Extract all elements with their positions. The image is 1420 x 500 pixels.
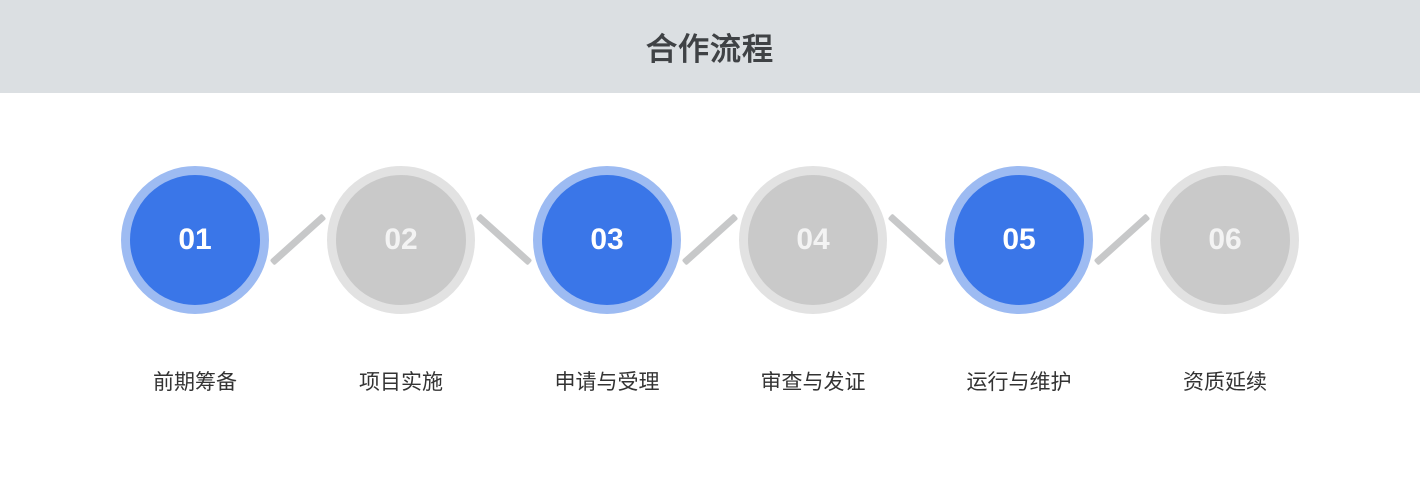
process-flow: 01 前期筹备 02 项目实施 03 申请与受理 04 审查	[0, 93, 1420, 500]
step-number-5: 05	[1002, 223, 1036, 256]
step-item-4: 04 审查与发证	[733, 166, 893, 396]
step-number-1: 01	[178, 223, 212, 256]
step-item-1: 01 前期筹备	[115, 166, 275, 396]
step-number-4: 04	[796, 223, 830, 256]
step-label-2: 项目实施	[359, 371, 443, 394]
step-item-5: 05 运行与维护	[939, 166, 1099, 396]
step-circle-4: 04	[739, 166, 887, 314]
step-circle-1: 01	[121, 166, 269, 314]
step-item-6: 06 资质延续	[1145, 166, 1305, 396]
step-label-1: 前期筹备	[153, 371, 237, 394]
step-number-6: 06	[1208, 223, 1242, 256]
step-circle-2: 02	[327, 166, 475, 314]
step-number-3: 03	[590, 223, 624, 256]
step-circle-5: 05	[945, 166, 1093, 314]
step-item-3: 03 申请与受理	[527, 166, 687, 396]
step-item-2: 02 项目实施	[321, 166, 481, 396]
step-label-6: 资质延续	[1183, 371, 1267, 394]
step-label-3: 申请与受理	[554, 371, 660, 394]
step-circle-6: 06	[1151, 166, 1299, 314]
step-label-4: 审查与发证	[760, 371, 866, 394]
step-label-5: 运行与维护	[966, 371, 1072, 394]
section-header: 合作流程	[0, 0, 1420, 93]
step-circle-3: 03	[533, 166, 681, 314]
page-title: 合作流程	[646, 32, 774, 67]
steps-row: 01 前期筹备 02 项目实施 03 申请与受理 04 审查	[0, 93, 1420, 396]
step-number-2: 02	[384, 223, 418, 256]
